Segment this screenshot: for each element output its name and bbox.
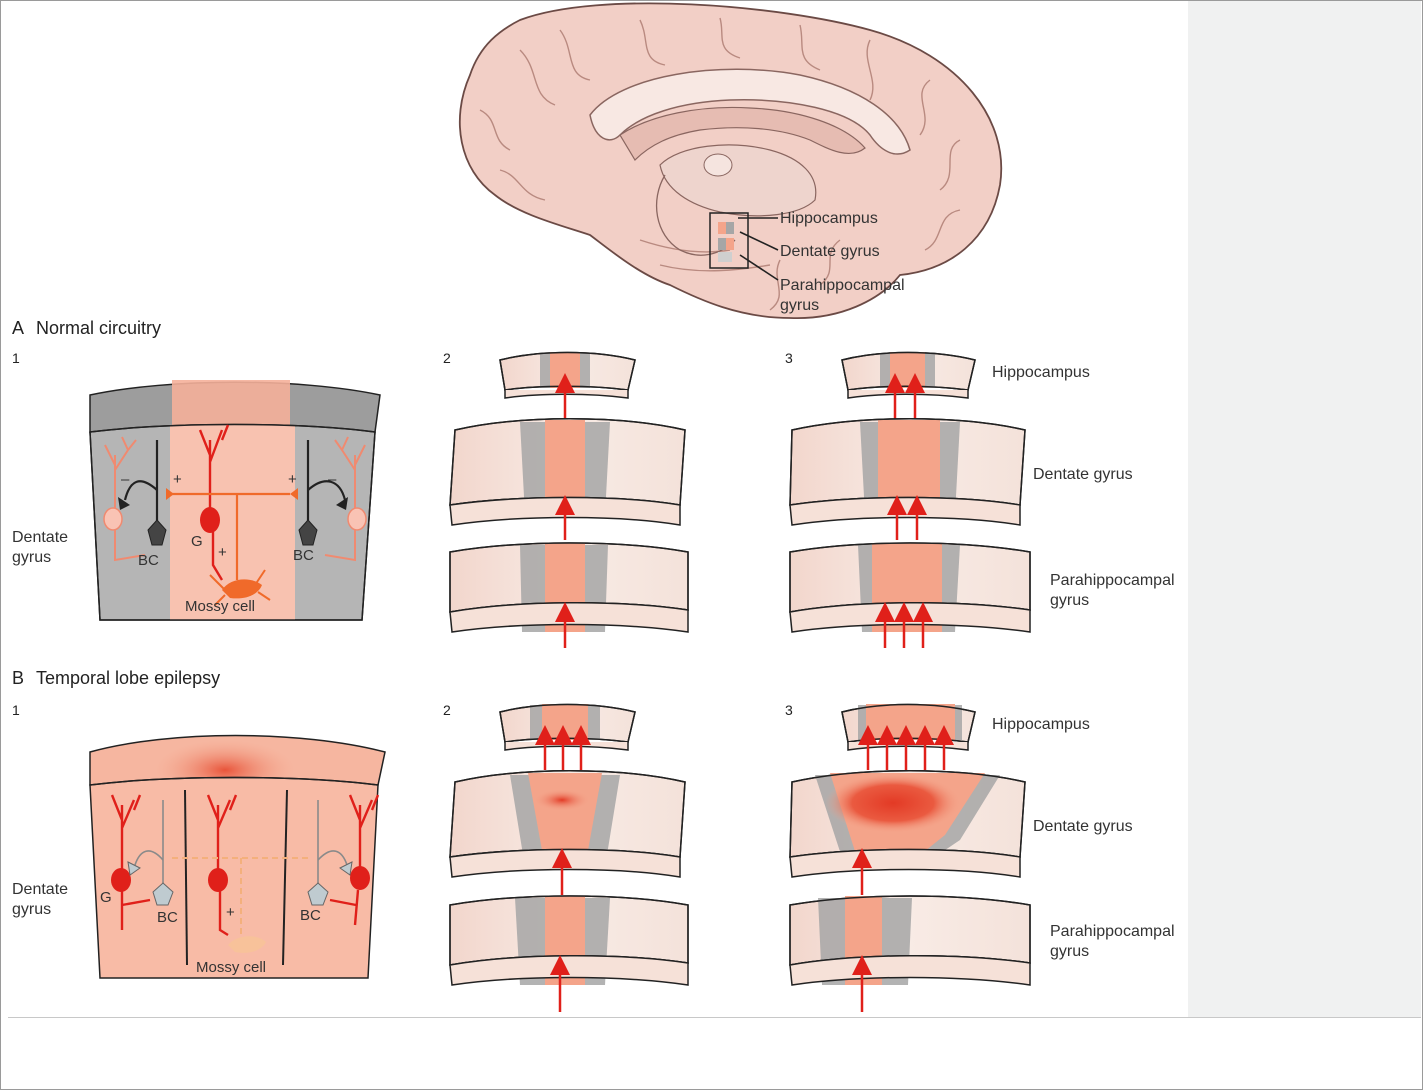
section-b-title: Temporal lobe epilepsy <box>36 668 220 688</box>
b1-bc-right: BC <box>300 907 321 924</box>
brain-label-dentate-gyrus: Dentate gyrus <box>780 243 880 260</box>
section-a-title: Normal circuitry <box>36 318 161 338</box>
b1-mossy-cell-label: Mossy cell <box>196 959 266 976</box>
panel-b2-number: 2 <box>443 702 451 718</box>
brain-label-parahippocampal-gyrus: gyrus <box>780 297 819 314</box>
panel-a1-number: 1 <box>12 350 20 366</box>
section-a-letter: A <box>12 318 24 338</box>
a-right-dentate: Dentate gyrus <box>1033 466 1133 483</box>
a-right-parahippocampal-gyrus: gyrus <box>1050 592 1089 609</box>
a1-plus-left: + <box>173 471 182 488</box>
a1-minus-left: – <box>121 471 130 488</box>
a1-plus-bottom: + <box>218 544 227 561</box>
a1-mossy-cell-label: Mossy cell <box>185 598 255 615</box>
b1-bc-left: BC <box>157 909 178 926</box>
a1-bc-right: BC <box>293 547 314 564</box>
b-right-parahippocampal-gyrus: gyrus <box>1050 943 1089 960</box>
b1-plus: + <box>226 904 235 921</box>
b-right-dentate: Dentate gyrus <box>1033 818 1133 835</box>
panel-b1-circuit-block: G BC + Mossy cell <box>90 736 385 979</box>
b1-g-label: G <box>100 889 112 906</box>
panel-a1-circuit-block: – + BC G + Mossy cell <box>90 380 380 620</box>
a1-dentate-label: Dentate <box>12 529 68 546</box>
brain-label-parahippocampal: Parahippocampal <box>780 277 905 294</box>
panel-a3-number: 3 <box>785 350 793 366</box>
a-right-parahippocampal: Parahippocampal <box>1050 572 1175 589</box>
a1-gyrus-label: gyrus <box>12 549 51 566</box>
a1-minus-right: – <box>328 471 337 488</box>
section-b-letter: B <box>12 668 24 688</box>
b1-dentate-label: Dentate <box>12 881 68 898</box>
panel-a2-slabs <box>450 352 688 648</box>
brain-label-hippocampus: Hippocampus <box>780 210 878 227</box>
a-right-hippocampus: Hippocampus <box>992 364 1090 381</box>
b-right-parahippocampal: Parahippocampal <box>1050 923 1175 940</box>
a1-plus-right: + <box>288 471 297 488</box>
b1-gyrus-label: gyrus <box>12 901 51 918</box>
panel-b1-number: 1 <box>12 702 20 718</box>
a1-g-label: G <box>191 533 203 550</box>
panel-b2-slabs <box>450 704 688 1012</box>
panel-a3-slabs <box>790 352 1030 648</box>
panel-b3-number: 3 <box>785 702 793 718</box>
section-b: B Temporal lobe epilepsy 1 2 3 G <box>12 668 1175 1012</box>
panel-a2-number: 2 <box>443 350 451 366</box>
b-right-hippocampus: Hippocampus <box>992 716 1090 733</box>
section-a: A Normal circuitry 1 2 3 – <box>12 318 1175 648</box>
panel-b3-slabs <box>790 704 1030 1012</box>
a1-bc-left: BC <box>138 552 159 569</box>
brain-illustration: Hippocampus Dentate gyrus Parahippocampa… <box>460 3 1001 318</box>
